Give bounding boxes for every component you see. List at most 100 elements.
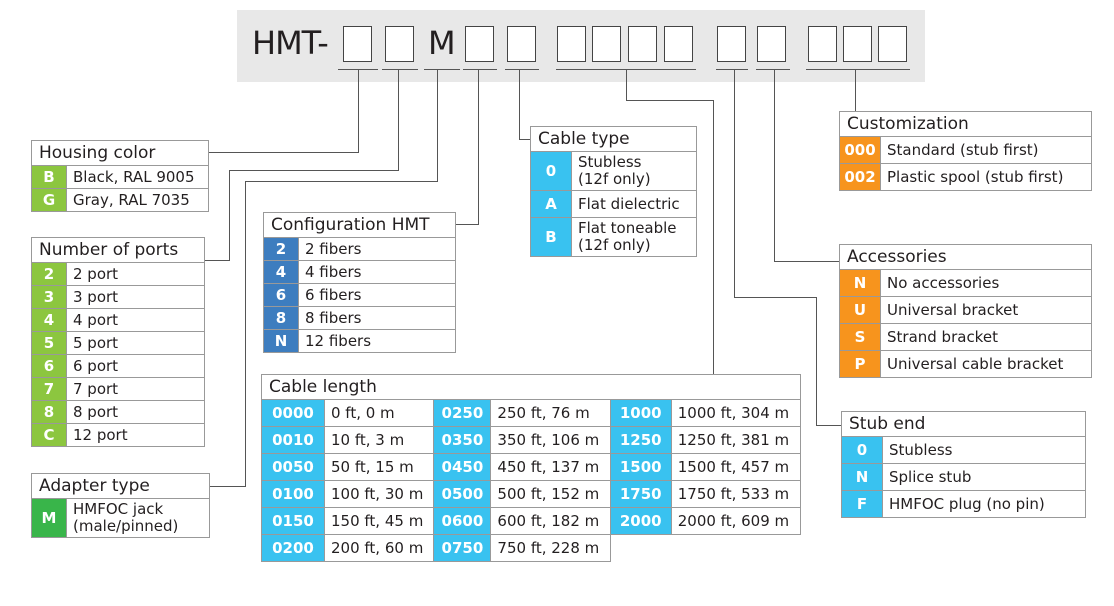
code-cell: N (263, 329, 299, 353)
code-cell: 0150 (261, 507, 325, 535)
code-cell: 0010 (261, 426, 325, 454)
code-cell: 0 (530, 151, 572, 191)
label-cell: 12 fibers (298, 329, 456, 353)
connector-stub-end-h2 (816, 425, 842, 426)
code-cell: 000 (839, 136, 881, 164)
label-line-2: (12f only) (578, 170, 651, 188)
label-cell: 100 ft, 30 m (323, 480, 435, 508)
label-cell: Strand bracket (880, 323, 1092, 351)
connector-cable-length (626, 70, 627, 101)
label-cell: 7 port (66, 377, 205, 401)
configuration-slot (465, 26, 494, 62)
code-cell: M (31, 498, 67, 538)
label-cell: 12 port (66, 423, 205, 447)
code-cell: P (839, 350, 881, 378)
label-cell: 3 port (66, 285, 205, 309)
label-cell: Plastic spool (stub first) (880, 163, 1092, 191)
label-line-1: Flat toneable (578, 219, 677, 237)
connector-stub-end (734, 70, 735, 298)
connector-ports-h1 (229, 170, 399, 171)
code-cell: 0750 (433, 534, 492, 562)
cable-length-slot-3 (628, 26, 657, 62)
code-cell: 2 (263, 237, 299, 261)
label-cell: Stubless (882, 436, 1086, 464)
code-cell: 1250 (609, 426, 672, 454)
label-cell: 4 fibers (298, 260, 456, 284)
label-cell: 250 ft, 76 m (490, 399, 611, 427)
underline-housing (338, 69, 378, 70)
connector-accessories (774, 70, 775, 262)
ports-title: Number of ports (31, 237, 205, 263)
code-cell: 4 (263, 260, 299, 284)
label-cell: HMFOC jack(male/pinned) (66, 498, 210, 538)
cable-length-title: Cable length (261, 374, 801, 400)
label-cell: 10 ft, 3 m (323, 426, 435, 454)
label-cell: 750 ft, 228 m (490, 534, 611, 562)
code-cell: A (530, 190, 572, 218)
adapter-title: Adapter type (31, 473, 210, 499)
label-cell: HMFOC plug (no pin) (882, 490, 1086, 518)
connector-customization (855, 70, 856, 112)
label-line-2: (12f only) (578, 236, 651, 254)
code-cell: 0100 (261, 480, 325, 508)
code-cell: 0500 (433, 480, 492, 508)
part-number-prefix: HMT- (252, 24, 329, 62)
code-cell: 2 (31, 262, 67, 286)
connector-ports (398, 70, 399, 171)
label-cell: 1500 ft, 457 m (670, 453, 802, 481)
label-cell: Standard (stub first) (880, 136, 1092, 164)
code-cell: 3 (31, 285, 67, 309)
label-cell: Universal cable bracket (880, 350, 1092, 378)
underline-stub-end (716, 69, 748, 70)
housing-color-slot (343, 26, 372, 62)
code-cell: 0 (841, 436, 883, 464)
code-cell: 1750 (609, 480, 672, 508)
label-cell: Gray, RAL 7035 (66, 188, 209, 212)
connector-ports-v (229, 170, 230, 261)
accessories-slot (757, 26, 786, 62)
code-cell: B (31, 165, 67, 189)
label-cell: 450 ft, 137 m (490, 453, 611, 481)
label-cell: 6 port (66, 354, 205, 378)
connector-adapter (437, 70, 438, 182)
ports-slot (385, 26, 414, 62)
code-cell: S (839, 323, 881, 351)
connector-cable-type (519, 70, 520, 140)
connector-cable-length-v (713, 100, 714, 374)
connector-accessories-h (774, 261, 840, 262)
connector-ports-h2 (205, 260, 230, 261)
underline-customization (806, 69, 910, 70)
underline-adapter (424, 69, 460, 70)
label-line-1: HMFOC jack (73, 500, 164, 518)
customization-title: Customization (839, 111, 1092, 137)
code-cell: 0350 (433, 426, 492, 454)
code-cell: 4 (31, 308, 67, 332)
code-cell: B (530, 217, 572, 257)
code-cell: F (841, 490, 883, 518)
code-cell: 8 (31, 400, 67, 424)
